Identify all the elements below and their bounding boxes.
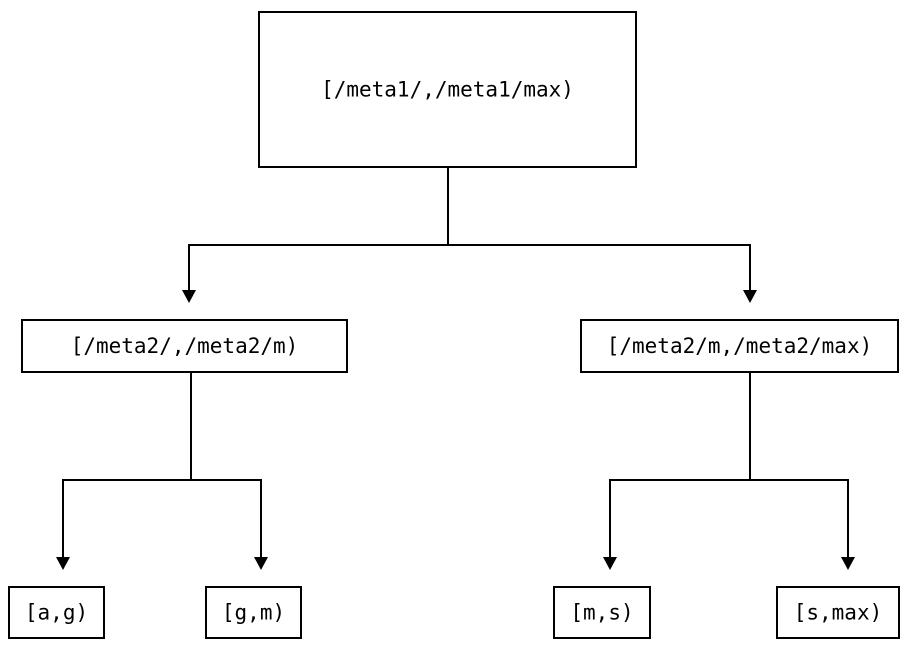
- node-box[interactable]: [579, 318, 900, 374]
- arrowhead-down-icon: [743, 290, 757, 303]
- tree-node[interactable]: [g,m): [204, 585, 303, 640]
- tree-edge: [182, 168, 450, 303]
- edge-connector-line: [61, 373, 193, 557]
- node-label: [/meta1/,/meta1/max): [321, 78, 574, 102]
- arrowhead-down-icon: [841, 557, 855, 570]
- node-box[interactable]: [775, 585, 901, 640]
- tree-edge: [446, 168, 757, 303]
- edge-connector-line: [187, 168, 450, 290]
- tree-node[interactable]: [/meta2/,/meta2/m): [20, 318, 349, 374]
- node-box[interactable]: [204, 585, 303, 640]
- nodes-layer: [/meta1/,/meta1/max) [/meta2/,/meta2/m) [/…: [7, 10, 901, 640]
- arrowhead-down-icon: [56, 557, 70, 570]
- edges-layer: [56, 168, 855, 570]
- tree-node[interactable]: [s,max): [775, 585, 901, 640]
- node-label: [/meta2/m,/meta2/max): [607, 334, 873, 358]
- node-label: [/meta2/,/meta2/m): [71, 334, 299, 358]
- node-label: [m,s): [570, 601, 633, 625]
- node-box[interactable]: [7, 585, 106, 640]
- arrowhead-down-icon: [254, 557, 268, 570]
- tree-node[interactable]: [a,g): [7, 585, 106, 640]
- node-box[interactable]: [552, 585, 652, 640]
- tree-node[interactable]: [/meta2/m,/meta2/max): [579, 318, 900, 374]
- node-label: [s,max): [794, 601, 883, 625]
- edge-connector-line: [748, 373, 850, 557]
- tree-node[interactable]: [/meta1/,/meta1/max): [257, 10, 638, 169]
- node-box[interactable]: [20, 318, 349, 374]
- tree-edge: [748, 373, 855, 570]
- tree-edge: [56, 373, 193, 570]
- node-box[interactable]: [257, 10, 638, 169]
- arrowhead-down-icon: [182, 290, 196, 303]
- edge-connector-line: [189, 373, 263, 557]
- tree-edge: [189, 373, 268, 570]
- edge-connector-line: [608, 373, 752, 557]
- arrowhead-down-icon: [603, 557, 617, 570]
- tree-node[interactable]: [m,s): [552, 585, 652, 640]
- tree-edge: [603, 373, 752, 570]
- node-label: [a,g): [25, 601, 88, 625]
- node-label: [g,m): [222, 601, 285, 625]
- edge-connector-line: [446, 168, 752, 290]
